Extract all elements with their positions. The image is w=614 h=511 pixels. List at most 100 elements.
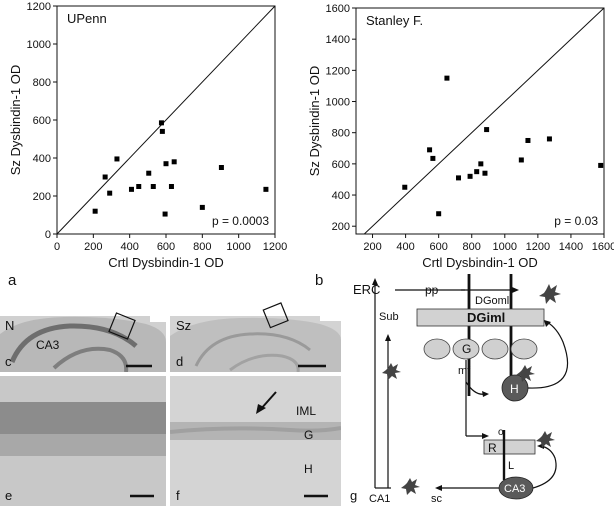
chart-b-xlabel: Crtl Dysbindin-1 OD [422, 255, 538, 270]
chart-a-point-2 [107, 190, 113, 196]
panel-letter-a: a [8, 272, 17, 289]
circuit-g: G [462, 342, 471, 356]
chart-b-ytick-label-1: 400 [332, 190, 350, 202]
micro-f-g: G [304, 428, 314, 442]
chart-a-xtick-label-2: 400 [120, 241, 138, 253]
micro-c-ca3: CA3 [36, 338, 60, 352]
chart-b-point-4 [444, 75, 450, 81]
chart-a-title: UPenn [67, 11, 107, 26]
micro-d-sz-label: Sz [176, 318, 192, 333]
chart-a-point-6 [146, 170, 152, 176]
chart-a-point-15 [218, 165, 224, 170]
circuit-pp: pp [425, 283, 439, 297]
chart-a-xtick-label-1: 200 [84, 241, 102, 253]
chart-a-point-5 [136, 184, 142, 189]
panel-letter-d: d [176, 354, 184, 369]
chart-b-xtick-label-7: 1600 [592, 241, 614, 253]
chart-b-ytick-label-2: 600 [332, 159, 350, 171]
chart-b-xtick-label-5: 1200 [526, 241, 550, 253]
chart-b-point-7 [474, 169, 480, 175]
chart-b-xtick-label-2: 600 [429, 241, 447, 253]
circuit-sc: sc [431, 493, 443, 505]
chart-b-xtick-label-1: 400 [396, 241, 414, 253]
chart-a-point-9 [159, 128, 165, 134]
panel-letter-e: e [5, 488, 13, 503]
circuit-ca1: CA1 [369, 493, 390, 505]
chart-a-xtick-label-5: 1000 [226, 241, 250, 253]
chart-a-xtick-label-0: 0 [54, 241, 60, 253]
chart-a-point-11 [163, 161, 169, 167]
chart-b-ytick-label-0: 200 [332, 221, 350, 233]
micro-f-iml: IML [296, 404, 317, 418]
burst-h [516, 365, 535, 382]
chart-a-point-12 [168, 184, 174, 189]
panel-letter-b: b [315, 272, 324, 289]
circuit-ca3: CA3 [504, 483, 525, 495]
chart-a-point-4 [128, 186, 134, 192]
chart-a-point-13 [171, 159, 177, 165]
chart-b-point-11 [518, 157, 524, 163]
chart-a-point-14 [199, 204, 205, 210]
chart-b-point-10 [484, 127, 490, 133]
chart-b-point-9 [482, 170, 488, 176]
chart-b-ytick-label-3: 800 [332, 128, 350, 140]
chart-a-annotation: p = 0.0003 [212, 214, 269, 228]
chart-b-plot: 200 400 600 800 1000 1200 1400 1600 200 400 600 800… [307, 3, 614, 270]
chart-a-xlabel: Crtl Dysbindin-1 OD [108, 255, 224, 270]
circuit-mf: mf [458, 365, 471, 377]
chart-a-point-7 [150, 184, 156, 189]
chart-b-xtick-label-3: 800 [463, 241, 481, 253]
chart-b-ylabel: Sz Dysbindin-1 OD [307, 66, 322, 177]
circuit-dgoml: DGoml [475, 295, 509, 307]
circuit-diagram: ERC pp DGoml DGiml Sub G mf H o R L CA1 … [345, 270, 614, 506]
chart-a-xtick-label-3: 600 [157, 241, 175, 253]
chart-b-container: 200 400 600 800 1000 1200 1400 1600 200 400 600 800… [300, 0, 614, 290]
chart-b-identity-line [363, 7, 605, 235]
chart-b-point-5 [456, 175, 462, 181]
circuit-o: o [498, 427, 504, 438]
chart-a-xtick-label-4: 800 [193, 241, 211, 253]
chart-a-point-0 [92, 208, 98, 214]
chart-b-xtick-label-0: 200 [363, 241, 381, 253]
burst-ca1 [401, 478, 420, 495]
micrograph-f [170, 376, 341, 506]
chart-a-ytick-label-6: 1200 [27, 1, 51, 13]
micrograph-c [0, 316, 166, 372]
chart-b-xtick-label-6: 1400 [559, 241, 583, 253]
burst-sub [382, 363, 401, 380]
chart-b-xtick-label-4: 1000 [493, 241, 517, 253]
circuit-r: R [488, 441, 497, 455]
chart-b-point-2 [430, 155, 436, 161]
circuit-l: L [508, 460, 514, 472]
chart-b-ytick-label-6: 1400 [326, 34, 350, 46]
chart-b-annotation: p = 0.03 [554, 214, 598, 228]
chart-b-plot-frame [355, 7, 605, 235]
circuit-sub: Sub [379, 311, 399, 323]
chart-b-point-8 [478, 161, 484, 167]
chart-a-ytick-label-2: 400 [33, 153, 51, 165]
chart-b-point-1 [427, 147, 433, 153]
chart-b-point-3 [436, 211, 442, 217]
chart-a-point-16 [263, 186, 269, 192]
circuit-h: H [510, 382, 519, 396]
chart-a-point-1 [102, 174, 108, 180]
micrograph-e [0, 376, 166, 506]
chart-a-xtick-label-6: 1200 [263, 241, 287, 253]
chart-b-point-14 [598, 162, 604, 168]
panel-letter-g: g [350, 488, 358, 503]
chart-b-point-6 [467, 173, 473, 179]
chart-a-ytick-label-0: 0 [45, 229, 51, 241]
chart-a-ytick-label-3: 600 [33, 115, 51, 127]
burst-r [536, 431, 555, 448]
chart-b-ytick-label-4: 1000 [326, 97, 350, 109]
circuit-erc: ERC [353, 282, 380, 297]
chart-a-ytick-label-5: 1000 [27, 39, 51, 51]
burst-dgiml [539, 284, 561, 304]
chart-a-point-8 [158, 120, 164, 126]
chart-b-point-12 [525, 137, 531, 143]
micro-f-h: H [304, 462, 313, 476]
chart-a-ylabel: Sz Dysbindin-1 OD [8, 65, 23, 176]
chart-b-point-13 [546, 136, 552, 142]
